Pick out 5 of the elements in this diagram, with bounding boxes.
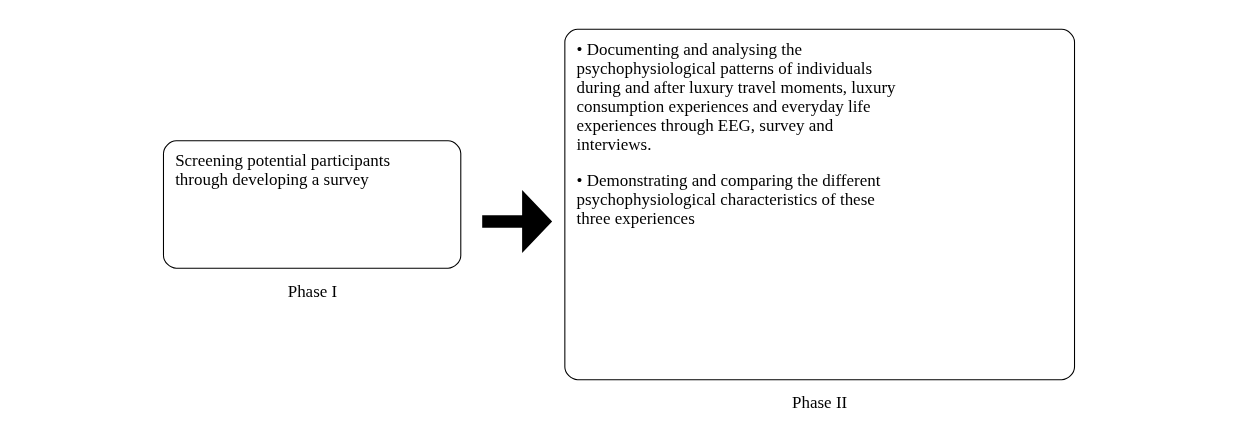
- node-label: Phase II: [791, 393, 847, 413]
- node-box: • Documenting and analysing the psychophysiological patterns of individuals during and after luxury travel moments, luxury consumption experiences and everyday life experiences through EEG, survey and interviews. • Demonstrating and comparing the different psychophysiological characteristics of these three experiences: [563, 28, 1075, 381]
- node-label: Phase I: [287, 281, 337, 301]
- arrow: [481, 189, 552, 254]
- node-box: Screening potential participants through developing a survey: [162, 140, 461, 269]
